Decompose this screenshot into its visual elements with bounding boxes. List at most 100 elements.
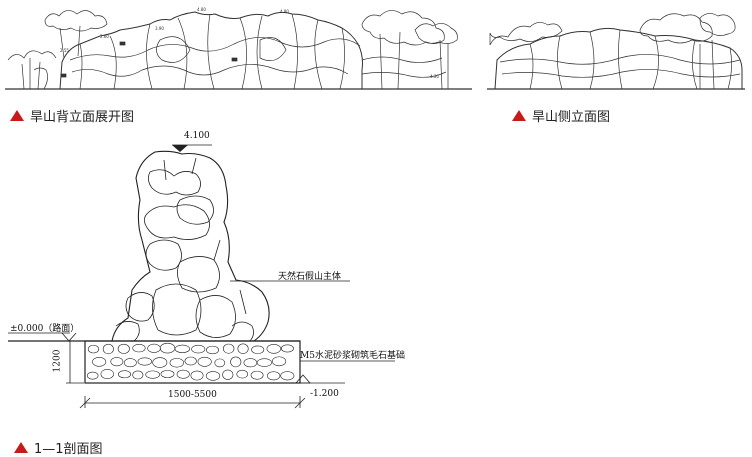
rubble-stone: [102, 343, 114, 355]
top-elevation-label: 4.100: [184, 131, 210, 141]
rock-texture: [163, 157, 247, 315]
rubble-stone: [230, 356, 242, 368]
rubble-stone: [160, 370, 175, 378]
tree-canopy: [639, 13, 713, 44]
rock-block: [145, 239, 182, 271]
elevation-mark-text: 4.80: [280, 9, 289, 14]
tree-trunks: [699, 39, 715, 90]
foundation-label: M5水泥砂浆砌筑毛石基础: [300, 351, 405, 361]
rubble-stone: [169, 357, 184, 368]
caption-triangle-icon: [10, 110, 24, 121]
rock-block: [177, 256, 220, 293]
tree-trunks: [21, 58, 41, 90]
rubble-stone: [280, 371, 295, 381]
rubble-stone: [243, 358, 258, 368]
rubble-stone: [147, 343, 161, 353]
rock-block: [125, 292, 155, 322]
rock-strata: [361, 56, 447, 78]
rubble-stone: [280, 344, 294, 353]
rubble-stone: [176, 369, 190, 379]
elevation-mark-text: 2.55: [60, 48, 69, 53]
elevation-mark: [60, 73, 67, 78]
dimension-slash: [79, 397, 306, 409]
elevation-mark: [231, 57, 238, 62]
rock-block: [152, 283, 202, 336]
rock-strata: [69, 37, 361, 61]
rock-block: [176, 195, 214, 225]
caption-back-elevation: 旱山背立面展开图: [10, 106, 134, 125]
rubble-stone: [92, 357, 107, 367]
ground-elevation-label: ±0.000（路面）: [10, 324, 80, 334]
rubble-stone: [123, 358, 137, 368]
rubble-stone: [237, 343, 249, 354]
rubble-stone: [152, 357, 168, 368]
rock-crevices: [79, 13, 345, 90]
elevation-mark: [119, 41, 126, 46]
elevation-marker-icon: [295, 374, 311, 384]
rubble-stone: [132, 344, 146, 353]
rubble-stone: [272, 356, 287, 367]
rubble-stone: [266, 371, 281, 381]
rubble-stone: [266, 344, 282, 354]
caption-triangle-icon: [14, 442, 28, 453]
rock-strata: [499, 54, 741, 65]
rubble-stone: [206, 345, 219, 355]
rubble-stone: [214, 358, 226, 368]
tree-canopy: [7, 50, 57, 61]
back-elevation-drawing: [5, 10, 472, 90]
elevation-mark-text: 4.80: [197, 7, 206, 12]
width-dimension-label: 1500-5500: [168, 390, 217, 400]
tree-trunks: [379, 31, 449, 90]
rubble-stone: [197, 356, 212, 367]
shrub: [33, 67, 48, 90]
rubble-stone: [222, 343, 235, 354]
elevation-marker-icon: [172, 145, 188, 152]
rock-block: [115, 321, 254, 342]
elevation-marker-icon: [61, 332, 77, 342]
bottom-elevation-label: -1.200: [310, 389, 339, 399]
elevation-mark-text: 4.30: [430, 74, 439, 79]
rubble-stone: [137, 357, 152, 366]
rubble-stone: [191, 344, 206, 354]
rubble-stone: [250, 370, 264, 380]
rock-mass-outline: [59, 11, 363, 90]
rubble-stones: [86, 342, 295, 381]
caption-text: 旱山背立面展开图: [30, 110, 135, 125]
rock-block: [148, 169, 201, 196]
tree-canopy: [414, 23, 458, 44]
tree-canopy: [699, 13, 736, 36]
tree-trunks: [59, 25, 81, 59]
tree-canopy: [44, 10, 108, 32]
caption-triangle-icon: [512, 110, 526, 121]
rubble-stone: [145, 370, 160, 379]
rock-caves: [156, 36, 287, 63]
rubble-stone: [86, 371, 99, 380]
rubble-stone: [184, 356, 197, 366]
rubble-stone: [190, 370, 204, 381]
caption-section: 1—1剖面图: [14, 438, 103, 457]
rock-strata: [501, 69, 741, 78]
tree-canopy: [361, 10, 445, 46]
caption-text: 旱山侧立面图: [532, 110, 611, 125]
rubble-stone: [159, 342, 176, 354]
rubble-stone: [222, 369, 234, 380]
tree-canopy: [489, 22, 563, 46]
rubble-stone: [132, 370, 144, 380]
rock-crevices: [529, 29, 732, 90]
caption-text: 1—1剖面图: [34, 442, 103, 457]
rubble-stone: [110, 357, 124, 367]
elevation-mark-text: 2.60: [100, 34, 109, 39]
rubble-stone: [251, 345, 265, 354]
rubble-stone: [174, 344, 191, 353]
rock-block: [144, 204, 210, 240]
caption-side-elevation: 旱山侧立面图: [512, 106, 610, 125]
rock-strata: [71, 64, 349, 77]
depth-dimension-label: 1200: [52, 349, 63, 373]
rubble-stone: [100, 368, 114, 380]
section-drawing: [8, 144, 395, 409]
rubble-stone: [205, 371, 221, 381]
rubble-stone: [117, 343, 130, 354]
rock-mass-outline: [111, 150, 270, 342]
rubble-stone: [87, 344, 100, 354]
rock-block: [195, 295, 236, 338]
